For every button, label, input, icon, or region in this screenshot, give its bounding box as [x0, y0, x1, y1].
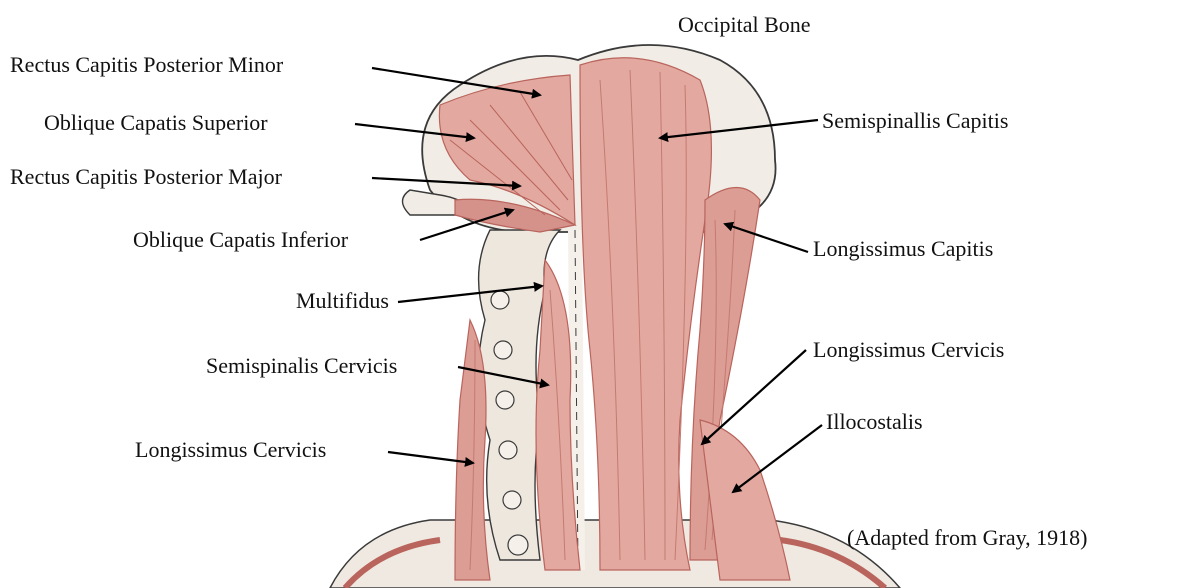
- label-longissimus-capitis: Longissimus Capitis: [813, 238, 993, 260]
- citation: (Adapted from Gray, 1918): [847, 527, 1088, 549]
- label-rectus-capitis-posterior-minor: Rectus Capitis Posterior Minor: [10, 54, 283, 76]
- label-semispinallis-capitis: Semispinallis Capitis: [822, 110, 1008, 132]
- suboccipital-muscles: [439, 75, 575, 232]
- label-occipital-bone: Occipital Bone: [678, 14, 811, 36]
- label-rectus-capitis-posterior-major: Rectus Capitis Posterior Major: [10, 166, 282, 188]
- label-oblique-capatis-superior: Oblique Capatis Superior: [44, 112, 268, 134]
- label-longissimus-cervicis-left: Longissimus Cervicis: [135, 439, 326, 461]
- label-multifidus: Multifidus: [296, 290, 389, 312]
- label-semispinalis-cervicis: Semispinalis Cervicis: [206, 355, 397, 377]
- label-illocostalis: Illocostalis: [826, 411, 923, 433]
- label-longissimus-cervicis-right: Longissimus Cervicis: [813, 339, 1004, 361]
- label-oblique-capatis-inferior: Oblique Capatis Inferior: [133, 229, 348, 251]
